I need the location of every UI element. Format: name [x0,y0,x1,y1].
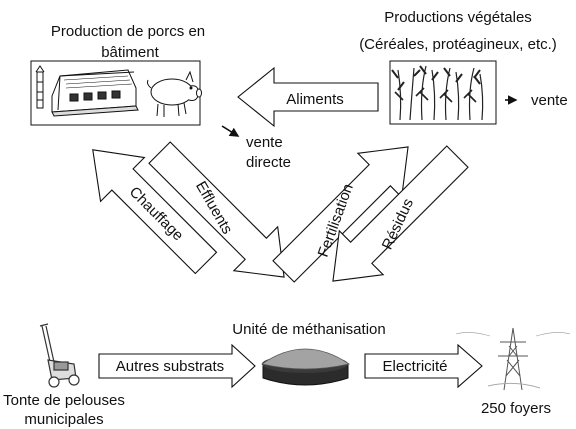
lawn-label-line1: Tonte de pelouses [3,392,125,409]
other-substrates-arrow [98,343,256,389]
electricity-flow: Electricité [364,343,483,389]
crops-node: Productions végétales (Céréales, protéag… [359,9,557,125]
fertilisation-flow [272,146,409,283]
digester-dome-icon [261,348,350,386]
other-substrates-flow: Autres substrats [98,343,256,389]
feed-flow: Aliments [237,66,379,128]
residues-flow [332,145,469,282]
lawn-node: Tonte de pelouses municipales [3,323,125,428]
pig-farm-node: Production de porcs en bâtiment [30,23,205,126]
feed-label: Aliments [286,91,344,108]
other-substrates-label: Autres substrats [116,358,224,375]
barn-icon [35,65,139,117]
lawn-label-line2: municipales [24,411,103,428]
homes-node: 250 foyers [455,327,571,417]
lawn-mower-icon [39,323,80,388]
direct-sale: vente directe [221,125,291,171]
effluents-flow [148,141,285,278]
pig-farm-title-line2: bâtiment [101,44,159,61]
feed-arrow [237,66,379,128]
heating-arrow [92,149,218,275]
power-pylon-icon [455,327,571,391]
direct-sale-arrow [221,125,240,137]
heating-flow [92,149,218,275]
crops-title-line1: Productions végétales [384,9,532,26]
direct-sale-label-line2: directe [246,154,291,171]
direct-sale-label-line1: vente [246,134,283,151]
homes-label: 250 foyers [481,400,551,417]
digester-node: Unité de méthanisation [232,321,386,386]
effluents-arrow [148,141,285,278]
electricity-label: Electricité [382,358,447,375]
crops-sale-label: vente [531,92,568,109]
crops-sale: vente [505,92,568,109]
residues-arrow [332,145,469,282]
digester-title: Unité de méthanisation [232,321,385,338]
pig-farm-title-line1: Production de porcs en [51,23,205,40]
cereal-plants-icon [391,65,484,121]
electricity-arrow [364,343,483,389]
fertilisation-arrow [272,146,409,283]
pig-icon [146,70,202,117]
crops-title-line2: (Céréales, protéagineux, etc.) [359,36,557,53]
